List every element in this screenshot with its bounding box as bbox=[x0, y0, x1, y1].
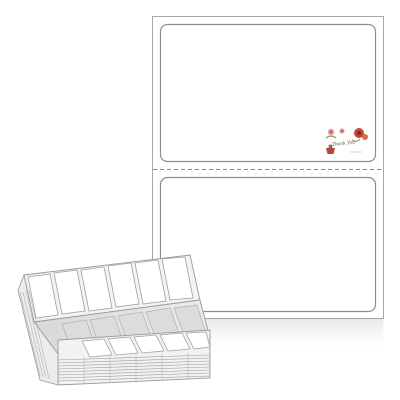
fanfold-top-labels bbox=[27, 256, 194, 319]
label-bottom bbox=[159, 176, 377, 313]
label-top bbox=[159, 23, 377, 163]
label-sheet: Thank You bbox=[152, 16, 384, 357]
fanfold-stack bbox=[17, 254, 211, 386]
sticker-text: Thank You bbox=[332, 140, 356, 148]
fanfold-bottom-stack bbox=[17, 273, 211, 386]
thank-you-sticker-graphic: Thank You bbox=[322, 126, 368, 156]
pot-icon bbox=[326, 148, 335, 154]
